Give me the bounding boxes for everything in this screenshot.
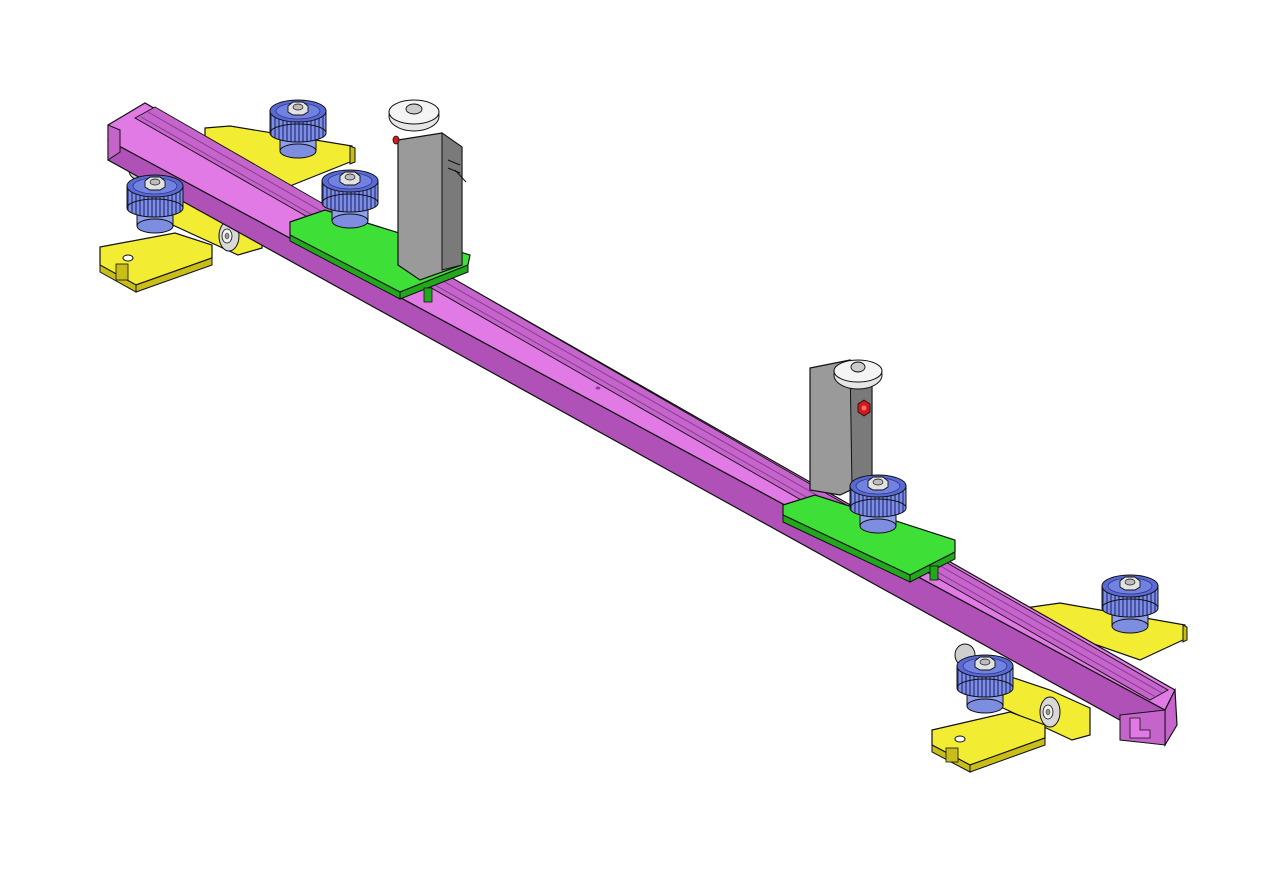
sensor-block-right (809, 359, 883, 496)
sensor-block-left (388, 99, 467, 281)
t-slot-rail (107, 102, 1178, 748)
indicator-icon (857, 399, 871, 417)
indicator-icon (392, 135, 400, 145)
sliding-carriage-right (782, 494, 956, 583)
